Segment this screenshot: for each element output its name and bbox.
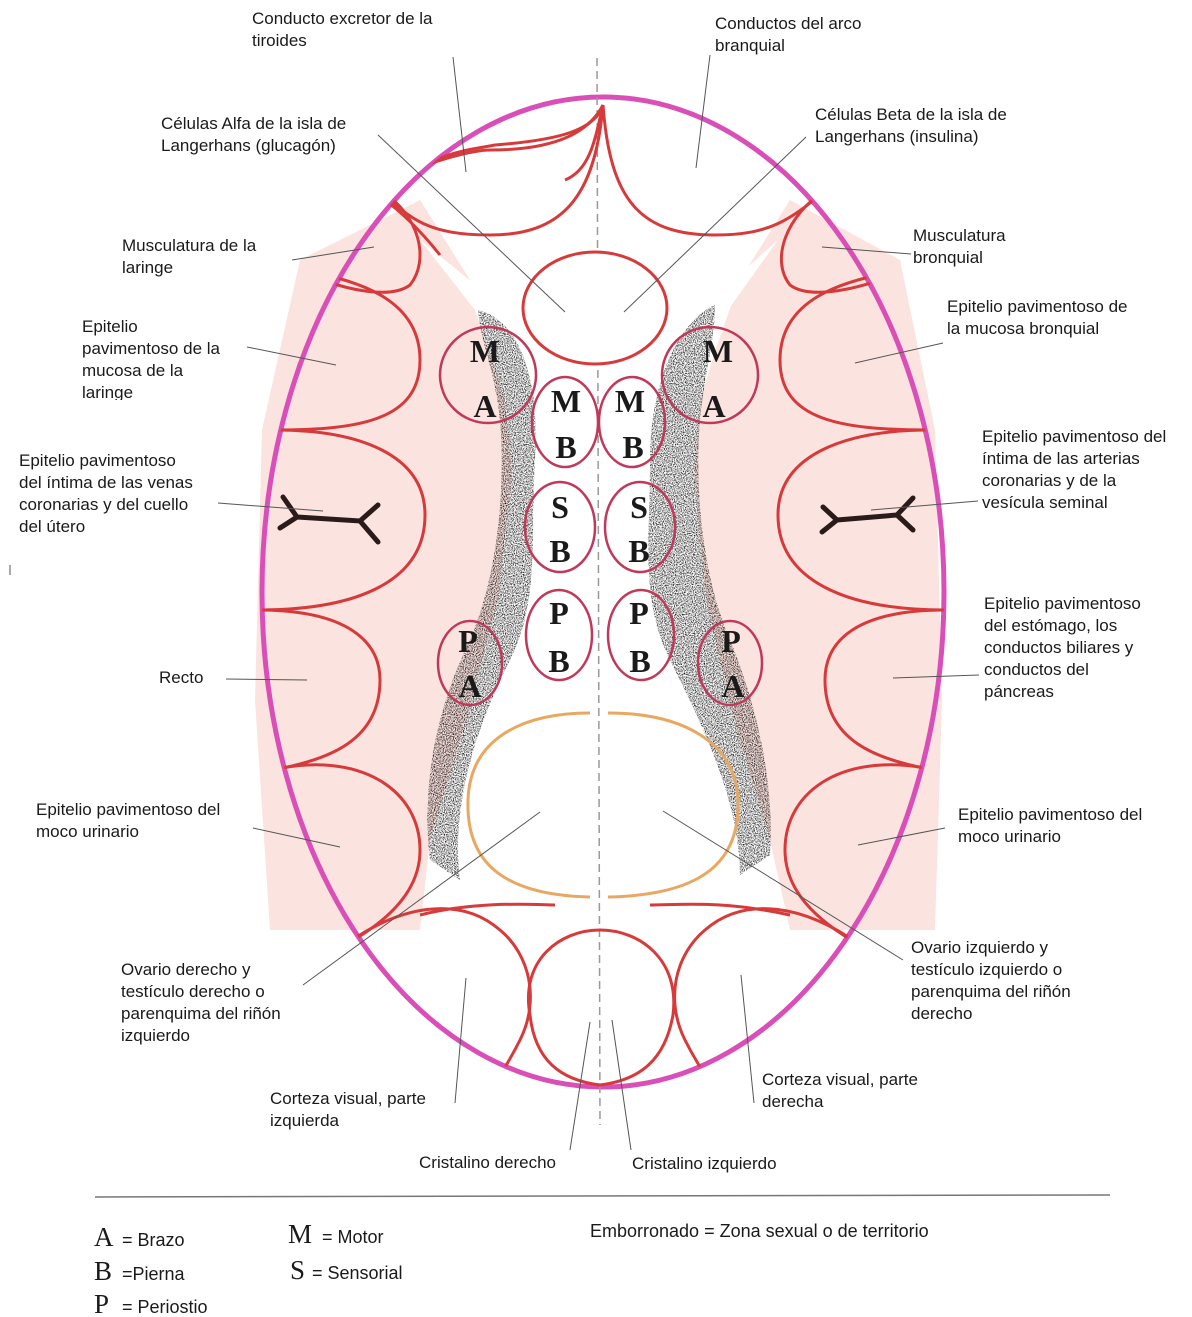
pb-left-bottom: B <box>548 643 569 679</box>
label-ovario-derecho: Ovario derecho y testículo derecho o par… <box>121 959 281 1047</box>
label-beta: Células Beta de la isla de Langerhans (i… <box>815 104 1007 148</box>
bottom-left-cell <box>345 909 530 1085</box>
label-arco-branquial: Conductos del arco branquial <box>715 13 861 57</box>
label-epi-laringe: Epitelio pavimentoso de la mucosa de la … <box>82 316 220 400</box>
legend-a-symbol: A <box>94 1222 114 1253</box>
pb-right-bottom: B <box>629 643 650 679</box>
sb-left-top: S <box>551 489 569 525</box>
bottom-lens-circle <box>528 930 673 1085</box>
mb-right-top: M <box>615 383 645 419</box>
label-recto: Recto <box>159 667 203 689</box>
label-cristalino-izq: Cristalino izquierdo <box>632 1153 777 1175</box>
label-ovario-izquierdo: Ovario izquierdo y testículo izquierdo o… <box>911 937 1071 1025</box>
legend-m-text: = Motor <box>322 1227 384 1248</box>
pb-right-top: P <box>629 595 649 631</box>
legend-p-symbol: P <box>94 1289 109 1317</box>
legend-b-text: =Pierna <box>122 1264 185 1285</box>
label-alfa: Células Alfa de la isla de Langerhans (g… <box>161 113 346 157</box>
bottom-right-cell <box>675 909 860 1085</box>
sb-right-bottom: B <box>628 533 649 569</box>
legend-p-text: = Periostio <box>122 1297 208 1317</box>
legend-m-symbol: M <box>288 1219 312 1250</box>
legend-note: Emborronado = Zona sexual o de territori… <box>590 1221 929 1242</box>
legend-divider <box>95 1195 1110 1197</box>
label-tiroides: Conducto excretor de la tiroides <box>252 8 433 52</box>
pa-right-top: P <box>721 623 741 659</box>
legend-s-symbol: S <box>290 1255 305 1286</box>
legend-b-symbol: B <box>94 1256 112 1287</box>
label-epi-arterias: Epitelio pavimentoso del íntima de las a… <box>982 426 1166 514</box>
label-epi-bronquial: Epitelio pavimentoso de la mucosa bronqu… <box>947 296 1128 340</box>
langerhans-cell <box>523 252 667 364</box>
label-corteza-izq: Corteza visual, parte izquierda <box>270 1088 426 1132</box>
ma-left-top: M <box>470 333 500 369</box>
pa-left-bottom: A <box>458 668 481 704</box>
label-musc-bronquial: Musculatura bronquial <box>913 225 1006 269</box>
ma-left-bottom: A <box>473 388 496 424</box>
ma-right-bottom: A <box>702 388 725 424</box>
label-cristalino-der: Cristalino derecho <box>419 1152 556 1174</box>
ma-right-top: M <box>703 333 733 369</box>
label-epi-estomago: Epitelio pavimentoso del estómago, los c… <box>984 593 1141 703</box>
pa-right-bottom: A <box>721 668 744 704</box>
label-epi-venas: Epitelio pavimentoso del íntima de las v… <box>19 450 193 538</box>
pa-left-top: P <box>458 623 478 659</box>
label-corteza-der: Corteza visual, parte derecha <box>762 1069 918 1113</box>
lens-left <box>468 713 590 897</box>
legend-a-text: = Brazo <box>122 1230 185 1251</box>
sb-left-bottom: B <box>549 533 570 569</box>
mb-left-top: M <box>551 383 581 419</box>
label-musc-laringe: Musculatura de la laringe <box>122 235 256 279</box>
label-moco-der: Epitelio pavimentoso del moco urinario <box>958 804 1142 848</box>
sb-right-top: S <box>630 489 648 525</box>
legend-s-text: = Sensorial <box>312 1263 403 1284</box>
mb-right-bottom: B <box>622 429 643 465</box>
label-moco-izq: Epitelio pavimentoso del moco urinario <box>36 799 220 843</box>
mb-left-bottom: B <box>555 429 576 465</box>
center-axis <box>597 58 600 1125</box>
pb-left-top: P <box>549 595 569 631</box>
